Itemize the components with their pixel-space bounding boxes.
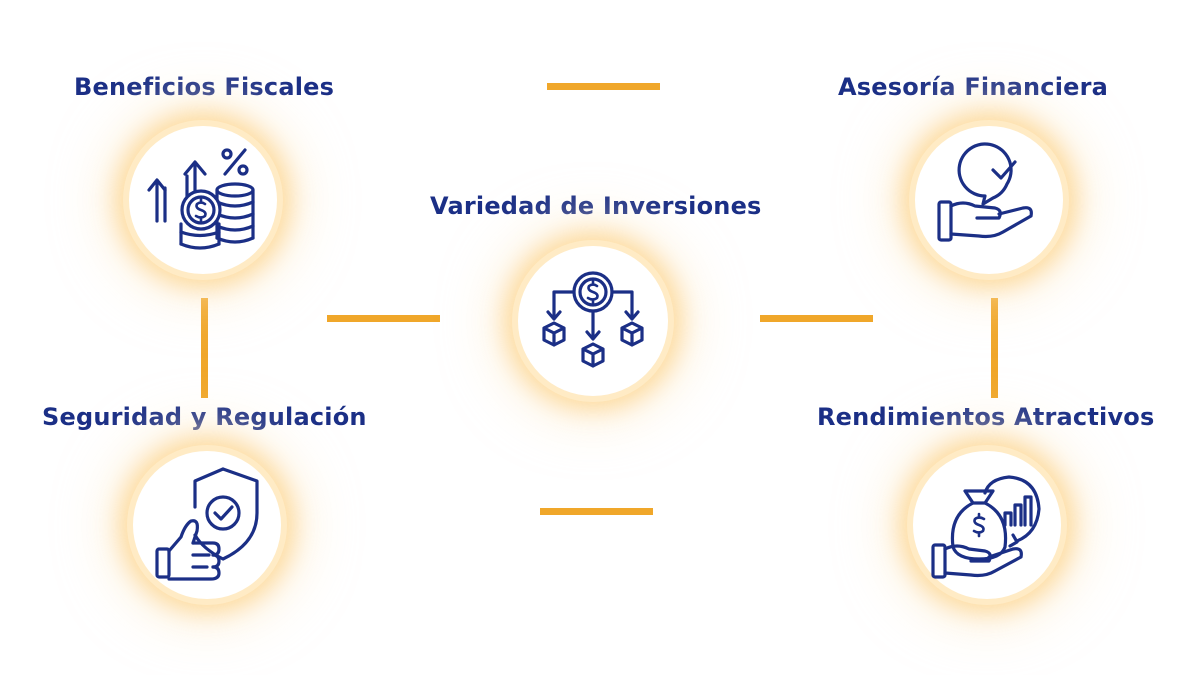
money-bag-returns-icon [931, 475, 1041, 579]
dollar-distribution-icon [542, 271, 644, 368]
variedad-inversiones-node [518, 246, 668, 396]
beneficios-fiscales-title: Beneficios Fiscales [74, 73, 335, 101]
connector-bottom [540, 508, 653, 515]
seguridad-regulacion-title: Seguridad y Regulación [42, 403, 367, 431]
thumbs-up-shield-icon [155, 467, 259, 581]
connector-right-vertical [991, 298, 998, 398]
connector-mid-left [327, 315, 440, 322]
coins-growth-percent-icon [147, 148, 255, 250]
asesoria-financiera-node [915, 126, 1063, 274]
hand-check-icon [937, 142, 1033, 242]
connector-left-vertical [201, 298, 208, 398]
seguridad-regulacion-node [133, 451, 281, 599]
beneficios-fiscales-node [129, 126, 277, 274]
connector-mid-right [760, 315, 873, 322]
asesoria-financiera-title: Asesoría Financiera [838, 73, 1109, 101]
rendimientos-atractivos-node [913, 451, 1061, 599]
variedad-inversiones-title: Variedad de Inversiones [430, 192, 762, 220]
connector-top [547, 83, 660, 90]
rendimientos-atractivos-title: Rendimientos Atractivos [817, 403, 1155, 431]
